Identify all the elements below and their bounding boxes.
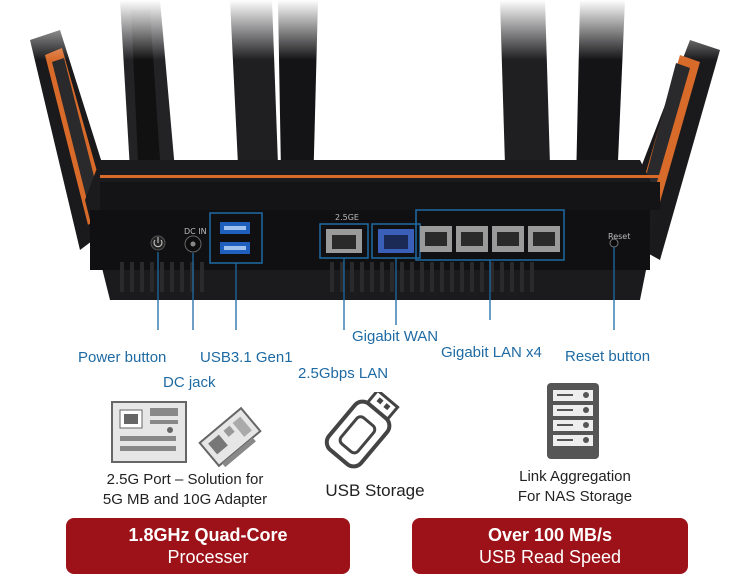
callout-power-button: Power button	[78, 349, 167, 366]
callout-wan: Gigabit WAN	[352, 328, 439, 345]
port-25-label: 2.5GE	[335, 213, 359, 222]
banner-usb-speed: Over 100 MB/s USB Read Speed	[412, 518, 688, 574]
motherboard-icon	[111, 401, 187, 463]
feature-port-solution: 2.5G Port – Solution for 5G MB and 10G A…	[70, 470, 300, 510]
lan-ports	[420, 226, 560, 252]
banner-cpu: 1.8GHz Quad-Core Processer	[66, 518, 350, 574]
banner-cpu-line2: Processer	[167, 547, 249, 567]
adapter-card-icon	[198, 406, 262, 468]
feature-nas: Link Aggregation For NAS Storage	[480, 467, 670, 507]
reset-label: Reset	[608, 232, 631, 241]
usb-drive-icon	[324, 392, 400, 469]
router-illustration	[0, 0, 741, 330]
feature-nas-line1: Link Aggregation	[519, 468, 631, 485]
nas-server-icon	[547, 383, 599, 459]
banner-usb-line2: USB Read Speed	[478, 547, 622, 567]
dc-in-label: DC IN	[184, 227, 207, 236]
banner-usb-line1: Over 100 MB/s	[487, 525, 613, 545]
callout-dc-jack: DC jack	[163, 374, 216, 391]
feature-nas-line2: For NAS Storage	[517, 488, 633, 505]
feature-port-line2: 5G MB and 10G Adapter	[102, 491, 268, 508]
callout-usb: USB3.1 Gen1	[200, 349, 293, 366]
banner-cpu-line1: 1.8GHz Quad-Core	[128, 525, 288, 545]
feature-usb-storage: USB Storage	[325, 481, 425, 500]
callout-reset-button: Reset button	[565, 348, 651, 365]
feature-port-line1: 2.5G Port – Solution for	[106, 471, 264, 488]
callout-lan-25: 2.5Gbps LAN	[298, 365, 389, 382]
callout-lan-x4: Gigabit LAN x4	[441, 344, 542, 361]
